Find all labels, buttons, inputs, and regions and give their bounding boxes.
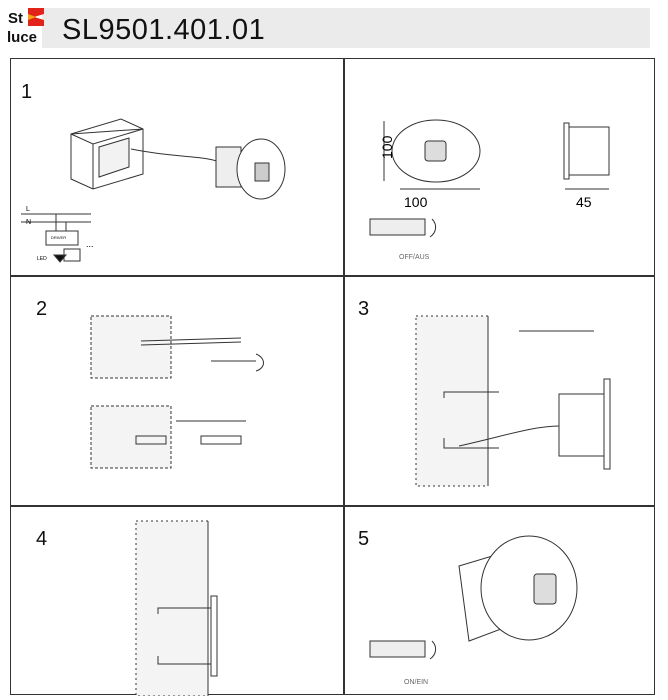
step-number: 4 bbox=[36, 528, 48, 550]
divider bbox=[11, 505, 654, 507]
driver-label: DRIVER bbox=[51, 235, 66, 240]
installed-section-illustration bbox=[135, 520, 218, 696]
step-number: 3 bbox=[358, 298, 370, 320]
step-number: 5 bbox=[358, 528, 370, 550]
luminaire-box-illustration: L N DRIVER LED ... bbox=[21, 118, 286, 263]
instruction-grid: 1 L N DRIVER LED bbox=[10, 58, 656, 696]
switch-on-label: ON/EIN bbox=[404, 679, 428, 686]
step-number: 1 bbox=[21, 81, 33, 103]
step-2-panel: 2 bbox=[11, 276, 343, 505]
step-number: 2 bbox=[36, 298, 48, 320]
drilling-illustration bbox=[90, 315, 264, 469]
divider bbox=[11, 275, 654, 277]
step-3-panel: 3 bbox=[344, 276, 656, 505]
neutral-label: N bbox=[26, 219, 31, 226]
width-dimension: 100 bbox=[404, 194, 428, 210]
svg-text:St: St bbox=[8, 10, 23, 27]
switch-off-label: OFF/AUS bbox=[399, 254, 430, 261]
model-title: SL9501.401.01 bbox=[62, 14, 266, 46]
led-label: LED bbox=[37, 256, 47, 262]
brand-logo: St luce bbox=[6, 6, 46, 46]
divider bbox=[343, 59, 345, 694]
step-4-panel: 4 bbox=[11, 506, 343, 696]
dimension-drawing: 100 45 100 OFF/AUS bbox=[369, 119, 610, 261]
more-label: ... bbox=[86, 239, 94, 249]
height-dimension: 100 bbox=[379, 135, 395, 159]
mounting-illustration bbox=[415, 315, 611, 487]
finished-luminaire-illustration: ON/EIN bbox=[369, 535, 578, 686]
step-1-panel: 1 L N DRIVER LED bbox=[11, 59, 343, 275]
dimensions-panel: 100 45 100 OFF/AUS bbox=[344, 59, 656, 275]
step-5-panel: 5 ON/EIN bbox=[344, 506, 656, 696]
svg-text:luce: luce bbox=[7, 29, 37, 46]
header-bar bbox=[42, 8, 650, 48]
depth-dimension: 45 bbox=[576, 194, 592, 210]
line-label: L bbox=[26, 206, 30, 213]
